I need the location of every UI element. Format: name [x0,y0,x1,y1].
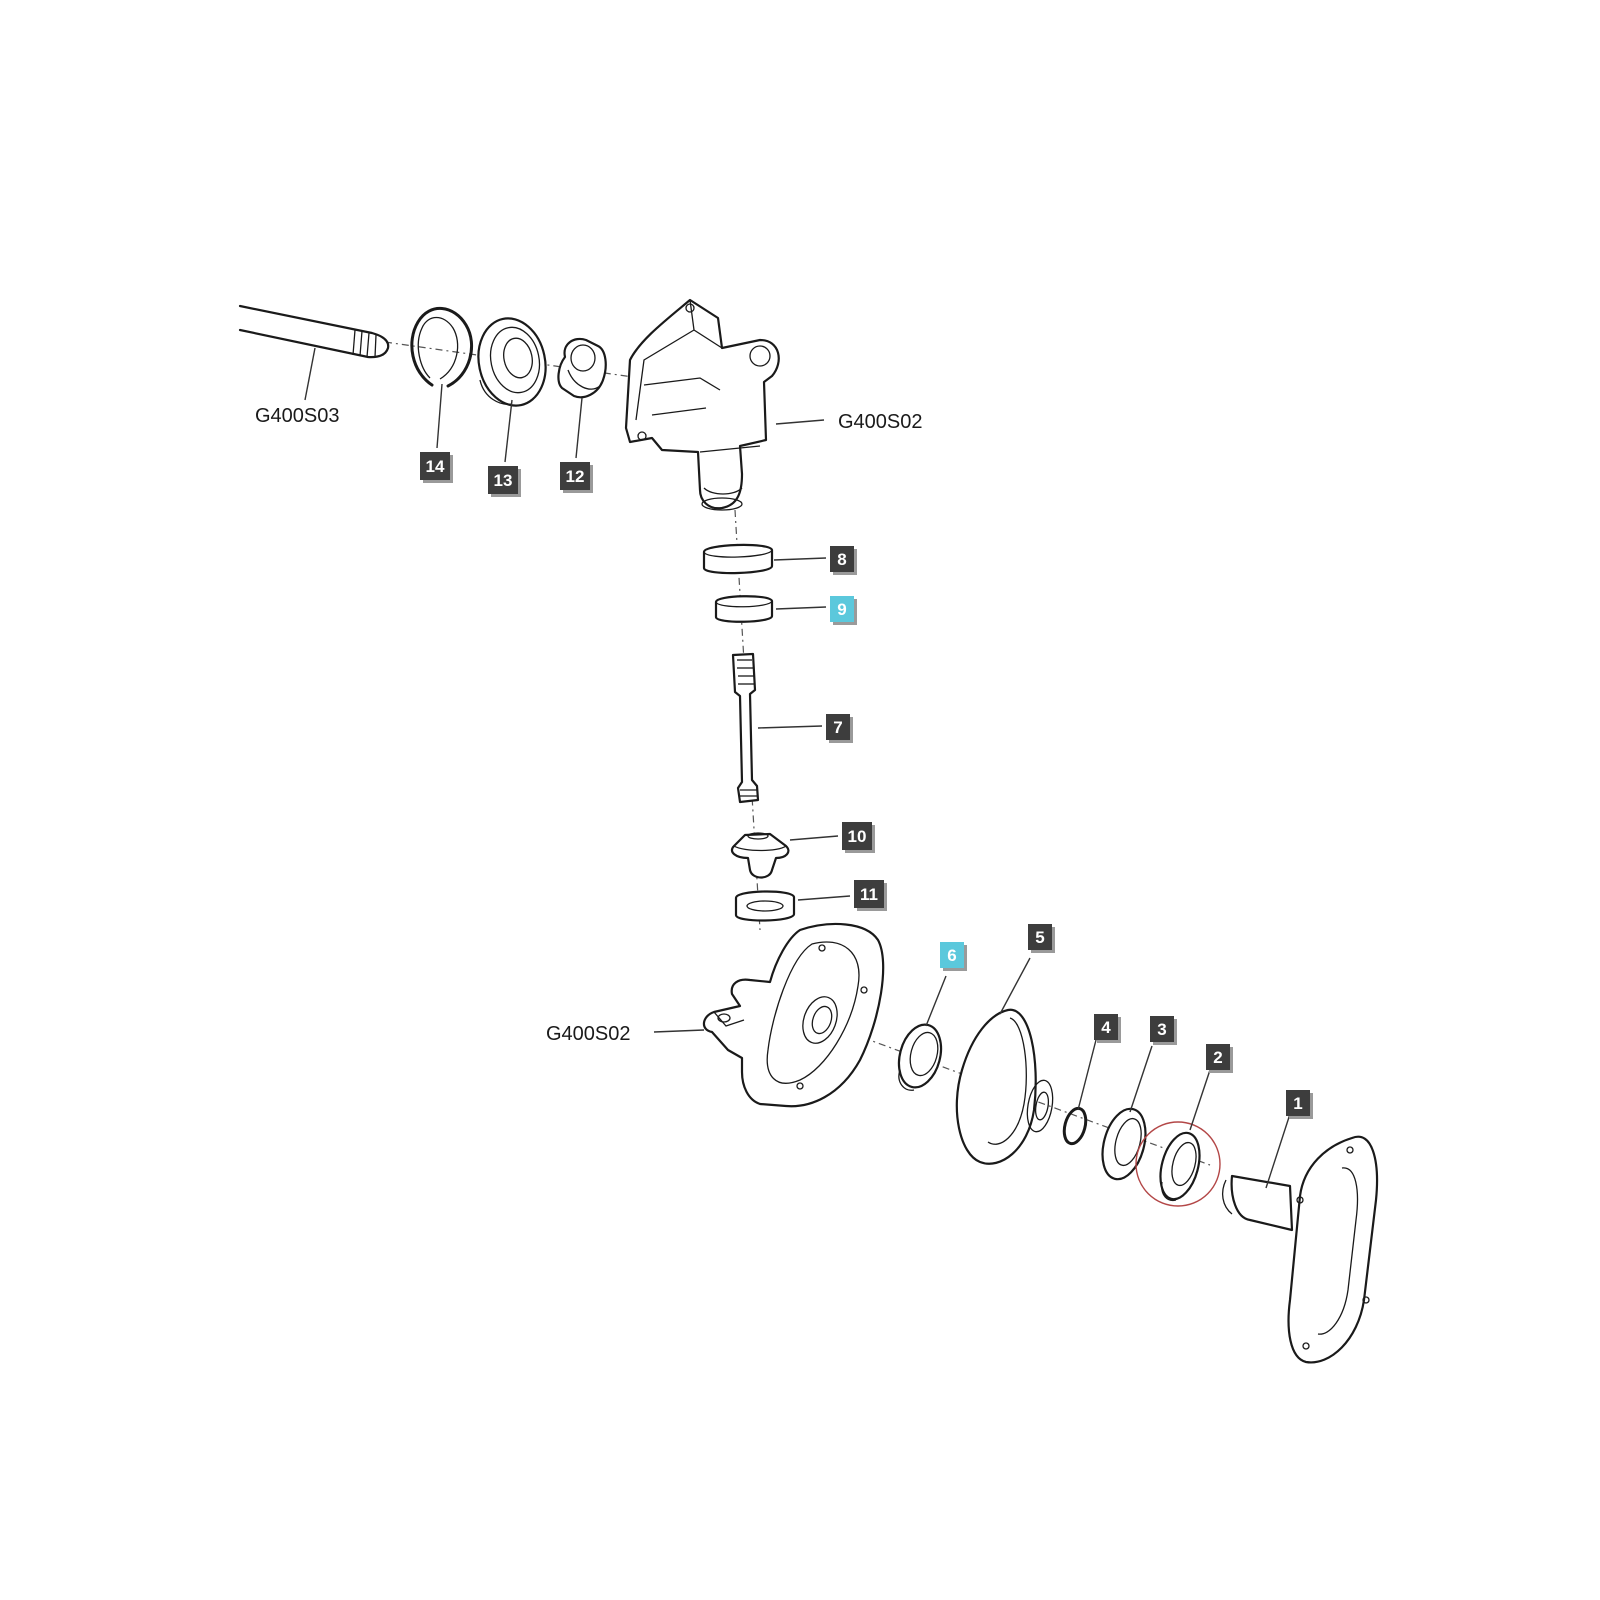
svg-text:11: 11 [860,885,878,904]
highlight-circle [1135,1121,1221,1207]
svg-text:9: 9 [837,600,846,619]
lower-gear-housing[interactable] [702,922,885,1108]
ref-label-shaft: G400S03 [255,405,340,427]
ball-bearing-13[interactable] [471,312,554,412]
callout-14[interactable]: 14 [420,452,453,483]
spacer-2[interactable] [1135,1121,1221,1207]
callout-6[interactable]: 6 [940,942,967,971]
callout-12[interactable]: 12 [560,462,593,493]
circlip-4[interactable] [1061,1106,1090,1146]
callout-13[interactable]: 13 [488,466,521,497]
ref-label-lower-housing: G400S02 [546,1023,631,1045]
ref-label-upper-housing: G400S02 [838,411,923,433]
svg-text:5: 5 [1035,928,1044,947]
svg-text:10: 10 [848,827,867,846]
callout-3[interactable]: 3 [1150,1016,1177,1045]
callout-2[interactable]: 2 [1206,1044,1233,1073]
bearing-6[interactable] [892,1020,947,1092]
flanged-hub-1[interactable] [1221,1135,1379,1364]
svg-text:1: 1 [1293,1094,1302,1113]
upper-gear-housing[interactable] [624,298,780,511]
cover-plate-5[interactable] [955,1008,1057,1165]
callout-badges: 14 13 12 8 9 7 10 [420,452,1313,1119]
retaining-ring[interactable] [410,306,474,388]
callout-5[interactable]: 5 [1028,924,1055,953]
callout-11[interactable]: 11 [854,880,887,911]
callout-8[interactable]: 8 [830,546,857,575]
svg-text:4: 4 [1101,1018,1111,1037]
bevel-gear-10[interactable] [730,832,790,879]
svg-text:2: 2 [1213,1048,1222,1067]
callout-7[interactable]: 7 [826,714,853,743]
svg-text:8: 8 [837,550,846,569]
svg-text:6: 6 [947,946,956,965]
callout-10[interactable]: 10 [842,822,875,853]
svg-text:7: 7 [833,718,842,737]
bearing-3[interactable] [1095,1104,1152,1184]
svg-text:12: 12 [566,467,585,486]
svg-text:14: 14 [426,457,445,476]
spacer-ring-9[interactable] [714,595,774,623]
bushing-12[interactable] [557,337,607,399]
splined-shaft-7[interactable] [731,652,760,804]
callout-1[interactable]: 1 [1286,1090,1313,1119]
leader-lines [304,347,1291,1189]
assembly-labels: G400S03 G400S02 G400S02 [255,405,923,1045]
svg-text:3: 3 [1157,1020,1166,1039]
callout-9[interactable]: 9 [830,596,857,625]
svg-text:13: 13 [494,471,513,490]
drive-shaft[interactable] [238,304,390,359]
callout-4[interactable]: 4 [1094,1014,1121,1043]
seal-ring-8[interactable] [702,543,774,575]
seal-11[interactable] [734,890,796,922]
